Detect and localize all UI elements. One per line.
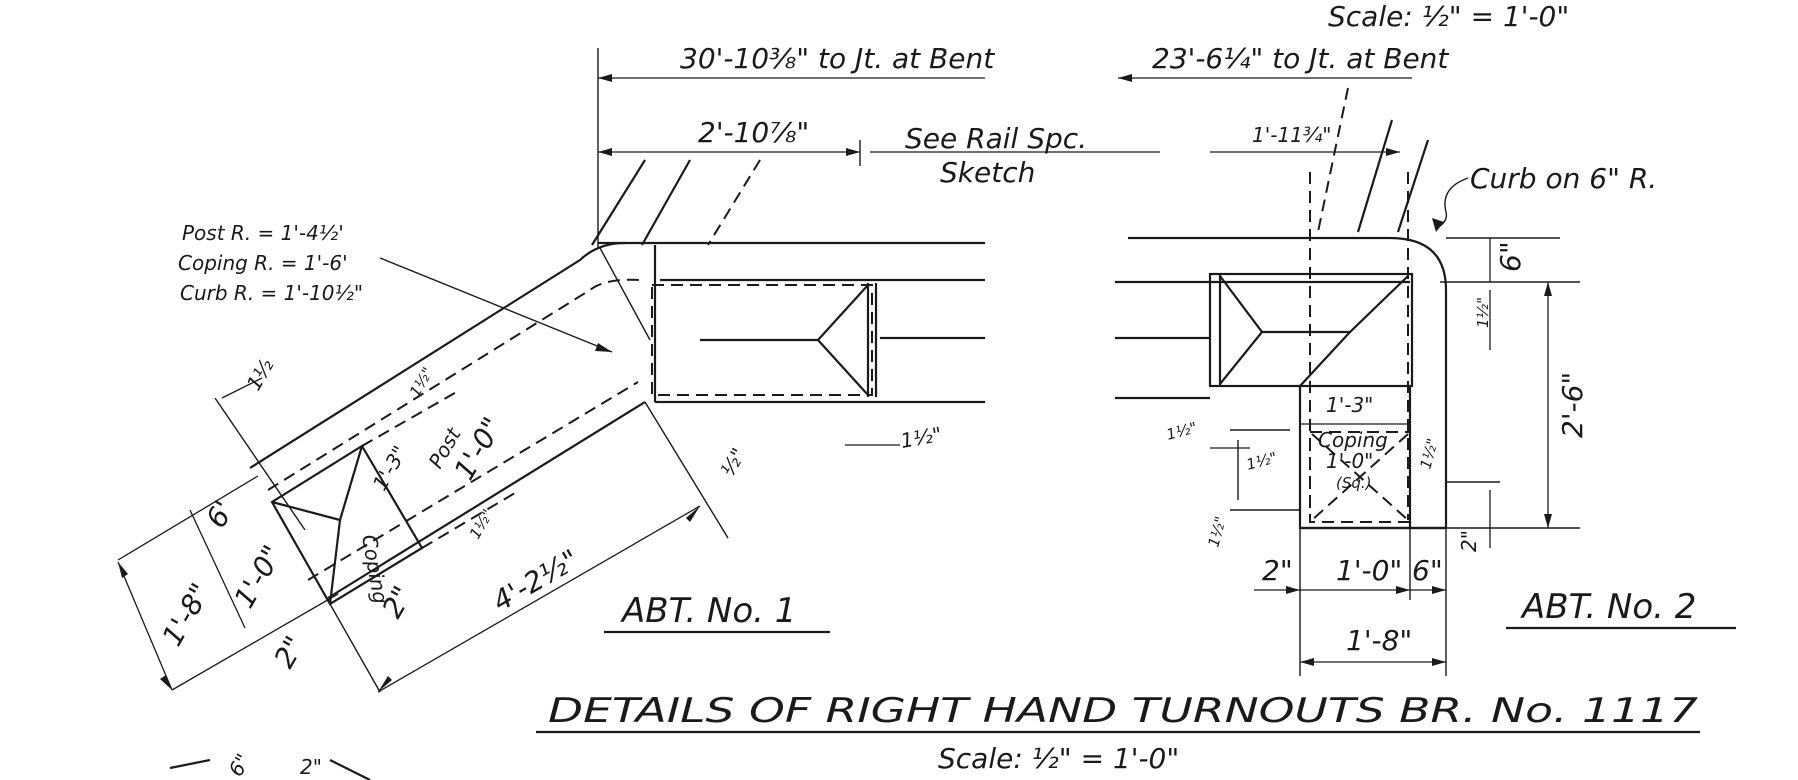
fragment-dim-a: 6" <box>224 750 256 780</box>
abt1-dim-2-10: 2'-10⅞" <box>698 116 809 149</box>
scale-note-bottom: Scale: ½" = 1'-0" <box>938 742 1179 775</box>
abt1-dim-1half-d: 1½" <box>899 422 944 453</box>
radius-post-note: Post R. = 1'-4½' <box>182 221 344 245</box>
abt2-coping-dim: 1'-0" <box>1326 449 1373 473</box>
abt2-dim-2-6: 2'-6" <box>1556 372 1589 438</box>
fragment-bottom-left: 6" 2" <box>169 750 371 780</box>
abt1-dim-4-2: 4'-2½" <box>487 543 584 618</box>
abt2-dim-1-0: 1'-0" <box>1336 554 1402 587</box>
abt2-dim-1half-a: 1½" <box>1474 297 1492 328</box>
radius-curb-note: Curb R. = 1'-10½" <box>180 281 363 305</box>
radius-coping-note: Coping R. = 1'-6' <box>178 251 348 275</box>
abt2-dim-1half-d: 1½" <box>1416 436 1441 471</box>
abt1-rail-note-1: See Rail Spc. <box>905 122 1087 155</box>
abutment-1-detail: 30'-10⅜" to Jt. at Bent 2'-10⅞" See Rail… <box>117 42 1160 693</box>
abt2-dim-6-bottom: 6" <box>1412 554 1443 587</box>
abt1-dim-1half-a: 1½ <box>242 354 279 394</box>
abutment-2-detail: 23'-6¼" to Jt. at Bent 1'-11¾" Curb on 6… <box>1115 42 1736 676</box>
scale-note-top: Scale: ½" = 1'-0" <box>1328 0 1569 33</box>
abt2-dim-6: 6" <box>1494 241 1527 272</box>
abt2-dim-total: 23'-6¼" to Jt. at Bent <box>1152 42 1449 75</box>
abt2-dim-1-3: 1'-3" <box>1326 393 1373 417</box>
abt2-dim-1half-b: 1½" <box>1164 418 1199 443</box>
abt2-dim-1-8: 1'-8" <box>1346 624 1412 657</box>
abt1-dim-1half-b: 1½" <box>406 364 437 400</box>
abt2-dim-1half-e: 1½" <box>1204 514 1229 549</box>
abt1-dim-6: 6' <box>199 495 240 534</box>
abt2-coping-sq: (Sq.) <box>1336 474 1372 492</box>
abt2-dim-2-bottom: 2" <box>1262 554 1293 587</box>
abt1-dim-1half-c: 1½" <box>466 506 497 542</box>
abt1-dim-1-0: 1'-0" <box>227 540 289 614</box>
abt2-dim-1-11: 1'-11¾" <box>1252 123 1331 147</box>
abt1-title: ABT. No. 1 <box>620 591 796 631</box>
abt1-dim-half: ½" <box>716 444 751 481</box>
abt2-curb-note: Curb on 6" R. <box>1470 162 1657 195</box>
abt1-dim-total: 30'-10⅜" to Jt. at Bent <box>680 42 995 75</box>
abt1-dim-1-8: 1'-8" <box>155 578 217 652</box>
abt2-title: ABT. No. 2 <box>1520 587 1696 627</box>
abt1-dim-2-b: 2" <box>267 630 311 673</box>
fragment-dim-b: 2" <box>300 755 322 779</box>
abt2-coping-label: Coping <box>1318 428 1388 452</box>
abt2-dim-2-right: 2" <box>1457 530 1481 552</box>
drawing-title: DETAILS OF RIGHT HAND TURNOUTS BR. No. 1… <box>548 691 1698 731</box>
abt1-rail-note-2: Sketch <box>940 156 1035 189</box>
abt2-dim-1half-c: 1½" <box>1244 448 1279 473</box>
